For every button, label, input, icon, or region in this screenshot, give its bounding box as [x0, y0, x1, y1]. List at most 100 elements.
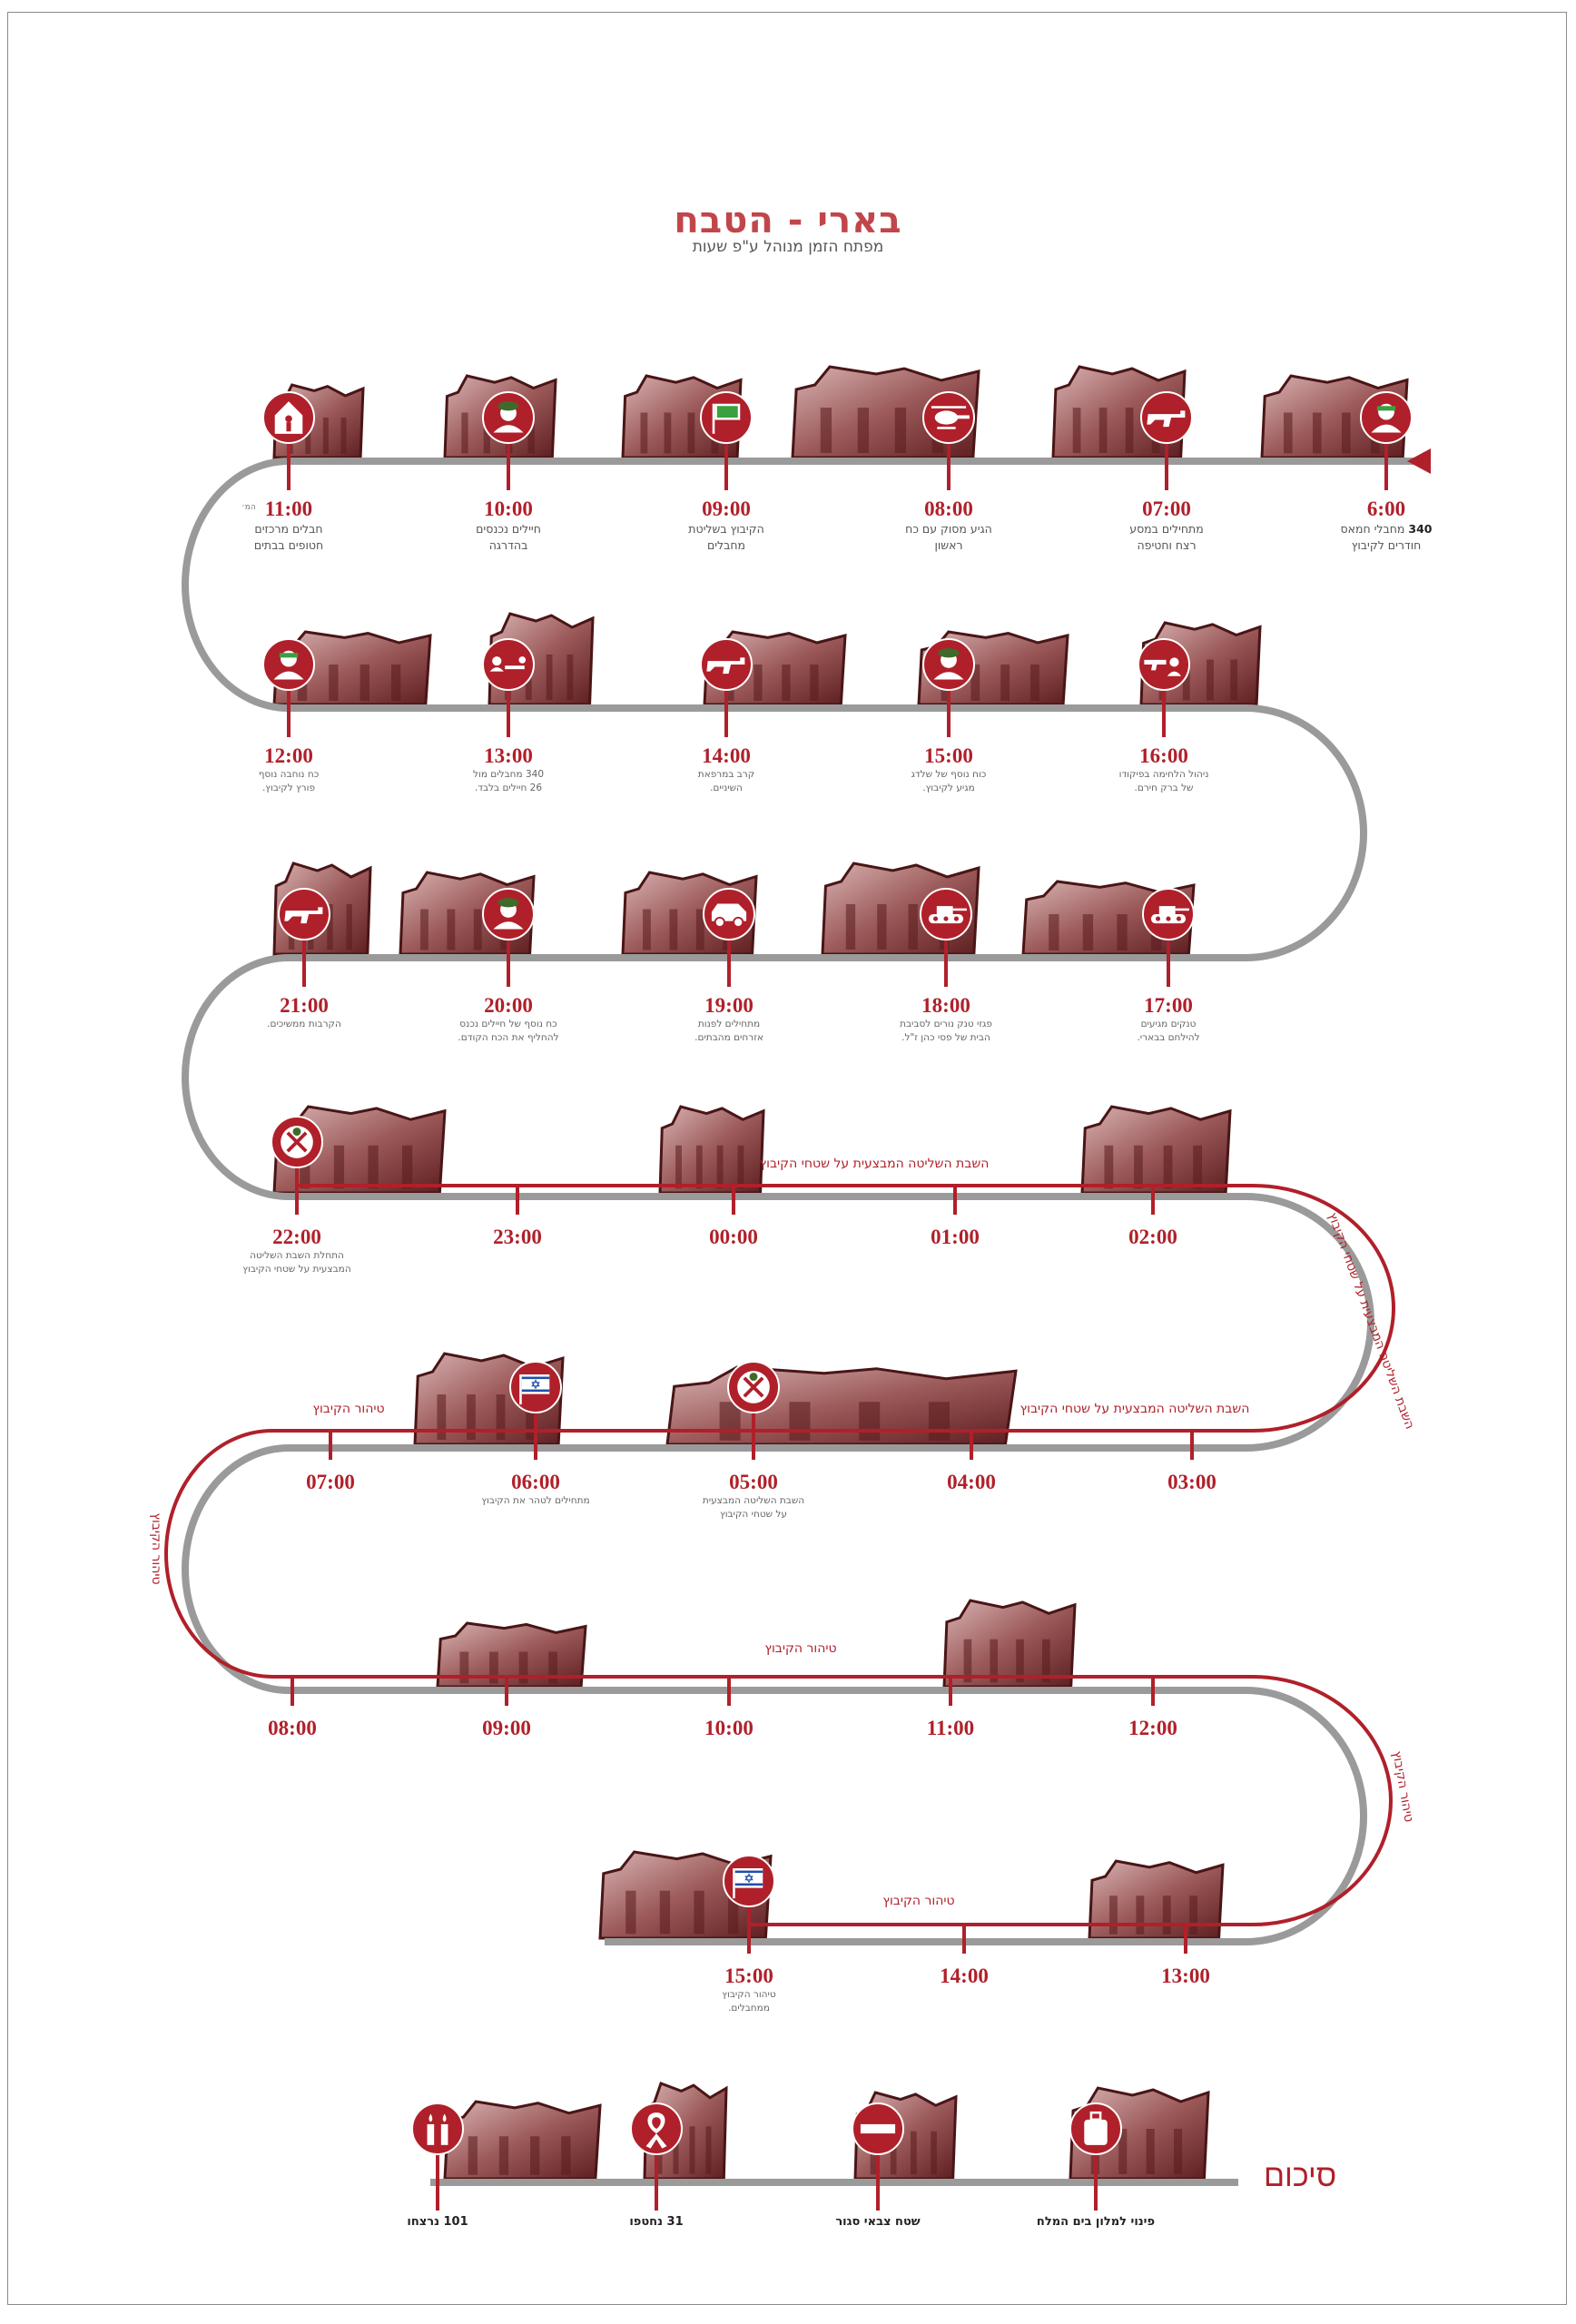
event-description-line: המבצעית על שטחי הקיבוץ: [242, 1264, 351, 1275]
photo-figure: [1134, 1145, 1143, 1189]
event-description-line: טיהור הקיבוץ: [722, 1989, 776, 2000]
photo-figure: [333, 1145, 345, 1189]
event-description: בהדרגה: [418, 537, 599, 554]
phase-banner-cleanup-row5: טיהור הקיבוץ: [312, 1402, 385, 1416]
phase-banner-cleanup-row6: טיהור הקיבוץ: [764, 1641, 837, 1656]
photo-figure: [820, 408, 832, 453]
photo-figure: [689, 2126, 695, 2174]
event-time: 6:00: [1366, 497, 1406, 520]
event-description-line: כח נוסף של חיילים נכנס: [459, 1019, 557, 1029]
event-description-line: ניהול הלחימה בפיקודו: [1118, 769, 1209, 780]
photo-figure: [695, 1145, 703, 1189]
jeep-icon: [703, 888, 755, 940]
event-time: 08:00: [924, 497, 973, 520]
photo-figure: [566, 655, 574, 700]
event-description-line: להחליף את הכח הקודם.: [458, 1032, 559, 1043]
event-description: חטופים בבתים: [198, 537, 379, 554]
event-time: 06:00: [511, 1471, 560, 1493]
event-time: 12:00: [1128, 1717, 1177, 1739]
photo-figure: [908, 904, 918, 950]
event-description-line: השבת השליטה המבצעית: [702, 1495, 805, 1506]
photo-figure: [459, 1651, 469, 1684]
gray-timeline-path: [182, 458, 1416, 1945]
timeline-event: 23:00: [427, 1226, 608, 1249]
photo-figure: [1098, 408, 1108, 453]
photo-figure: [1125, 408, 1134, 453]
event-description-line: ראשון: [934, 538, 963, 552]
photo-figure: [489, 1651, 498, 1684]
event-time: 12:00: [264, 744, 313, 767]
event-description-line: חודרים לקיבוץ: [1351, 538, 1422, 552]
photo-figure: [1163, 1145, 1173, 1189]
photo-figure: [789, 1402, 811, 1441]
soldier-icon: [482, 888, 535, 940]
event-description-line: כח נוחבה נוסף: [258, 769, 320, 780]
summary-item: שטח צבאי סגור: [835, 2215, 921, 2229]
phase-banner-control-row5: השבת השליטה המבצעית על שטחי הקיבוץ: [1019, 1402, 1250, 1416]
page-title: בארי - הטבח: [674, 200, 902, 241]
event-time: 10:00: [484, 497, 533, 520]
event-time: 00:00: [709, 1226, 758, 1248]
photo-figure: [468, 2136, 478, 2175]
photo-figure: [368, 1145, 379, 1189]
event-description-line: להילחם בבארי.: [1137, 1032, 1200, 1043]
event-description-line: מתחילים לפנות: [697, 1019, 761, 1029]
event-description-line: הקרבות ממשיכים.: [267, 1019, 341, 1029]
photo-figure: [467, 1394, 476, 1440]
photo-figure: [929, 1402, 951, 1441]
event-description-line: השיניים.: [710, 783, 743, 793]
event-time: 21:00: [280, 994, 329, 1017]
photo-figure: [561, 2136, 571, 2175]
photo-figure: [340, 418, 347, 454]
photo-figure: [1049, 914, 1059, 950]
event-description: השבת השליטה המבצעית: [663, 1494, 844, 1508]
photo-figure: [1193, 1145, 1203, 1189]
event-description-line: 340 מחבלים מול: [472, 769, 545, 780]
event-description-line: טנקים מגיעים: [1140, 1019, 1197, 1029]
event-description: הגיע מסוק עם כח: [858, 521, 1039, 537]
photo-figure: [687, 412, 695, 454]
event-description: חיילים נכנסים: [418, 521, 599, 537]
event-time: 18:00: [921, 994, 970, 1017]
event-description: להילחם בבארי.: [1078, 1031, 1259, 1045]
military-control-icon: [727, 1361, 780, 1413]
event-time: 10:00: [704, 1717, 754, 1739]
photo-figure: [728, 1890, 739, 1935]
event-description-line: מחבלי חמאס: [1340, 522, 1405, 536]
timeline-event: 14:00: [873, 1965, 1055, 1988]
event-description: הקיבוץ בשליטת: [635, 521, 817, 537]
ribbon-icon: [630, 2102, 683, 2155]
phase-banner-control-row4: השבת השליטה המבצעית על שטחי הקיבוץ: [759, 1157, 990, 1171]
event-time: 20:00: [484, 994, 533, 1017]
timeline-event: 00:00: [643, 1226, 824, 1249]
photo-figure: [461, 412, 468, 454]
summary-title: סיכום: [1264, 2159, 1337, 2193]
timeline-event: 13:00: [1095, 1965, 1276, 1988]
photo-figure: [447, 909, 456, 950]
event-description-line: רצח וחטיפה: [1137, 538, 1197, 552]
event-time: 22:00: [272, 1226, 321, 1248]
photo-figure: [1207, 659, 1214, 701]
phase-banner-cleanup-curve-left: טיהור הקיבוץ: [149, 1512, 163, 1585]
photo-figure: [894, 408, 907, 453]
photo-figure: [810, 665, 819, 701]
event-description-line: פגזי טנק נורים לסביבת: [900, 1019, 992, 1029]
photo-figure: [1109, 1896, 1118, 1935]
photo-figure: [1230, 659, 1238, 701]
event-description: 26 חיילים בלבד.: [418, 782, 599, 795]
event-description: השיניים.: [635, 782, 817, 795]
event-time: 11:00: [264, 497, 313, 520]
event-description: מגיע לקיבוץ.: [858, 782, 1039, 795]
event-time: 15:00: [724, 1965, 773, 1987]
photo-figure: [527, 412, 535, 454]
event-description-line: בהדרגה: [488, 538, 528, 552]
phase-banner-cleanup-row7: טיהור הקיבוץ: [882, 1894, 955, 1908]
photo-figure: [1104, 1145, 1114, 1189]
event-description: להחליף את הכח הקודם.: [418, 1031, 599, 1045]
rifle-soldiers-icon: [1138, 638, 1190, 691]
